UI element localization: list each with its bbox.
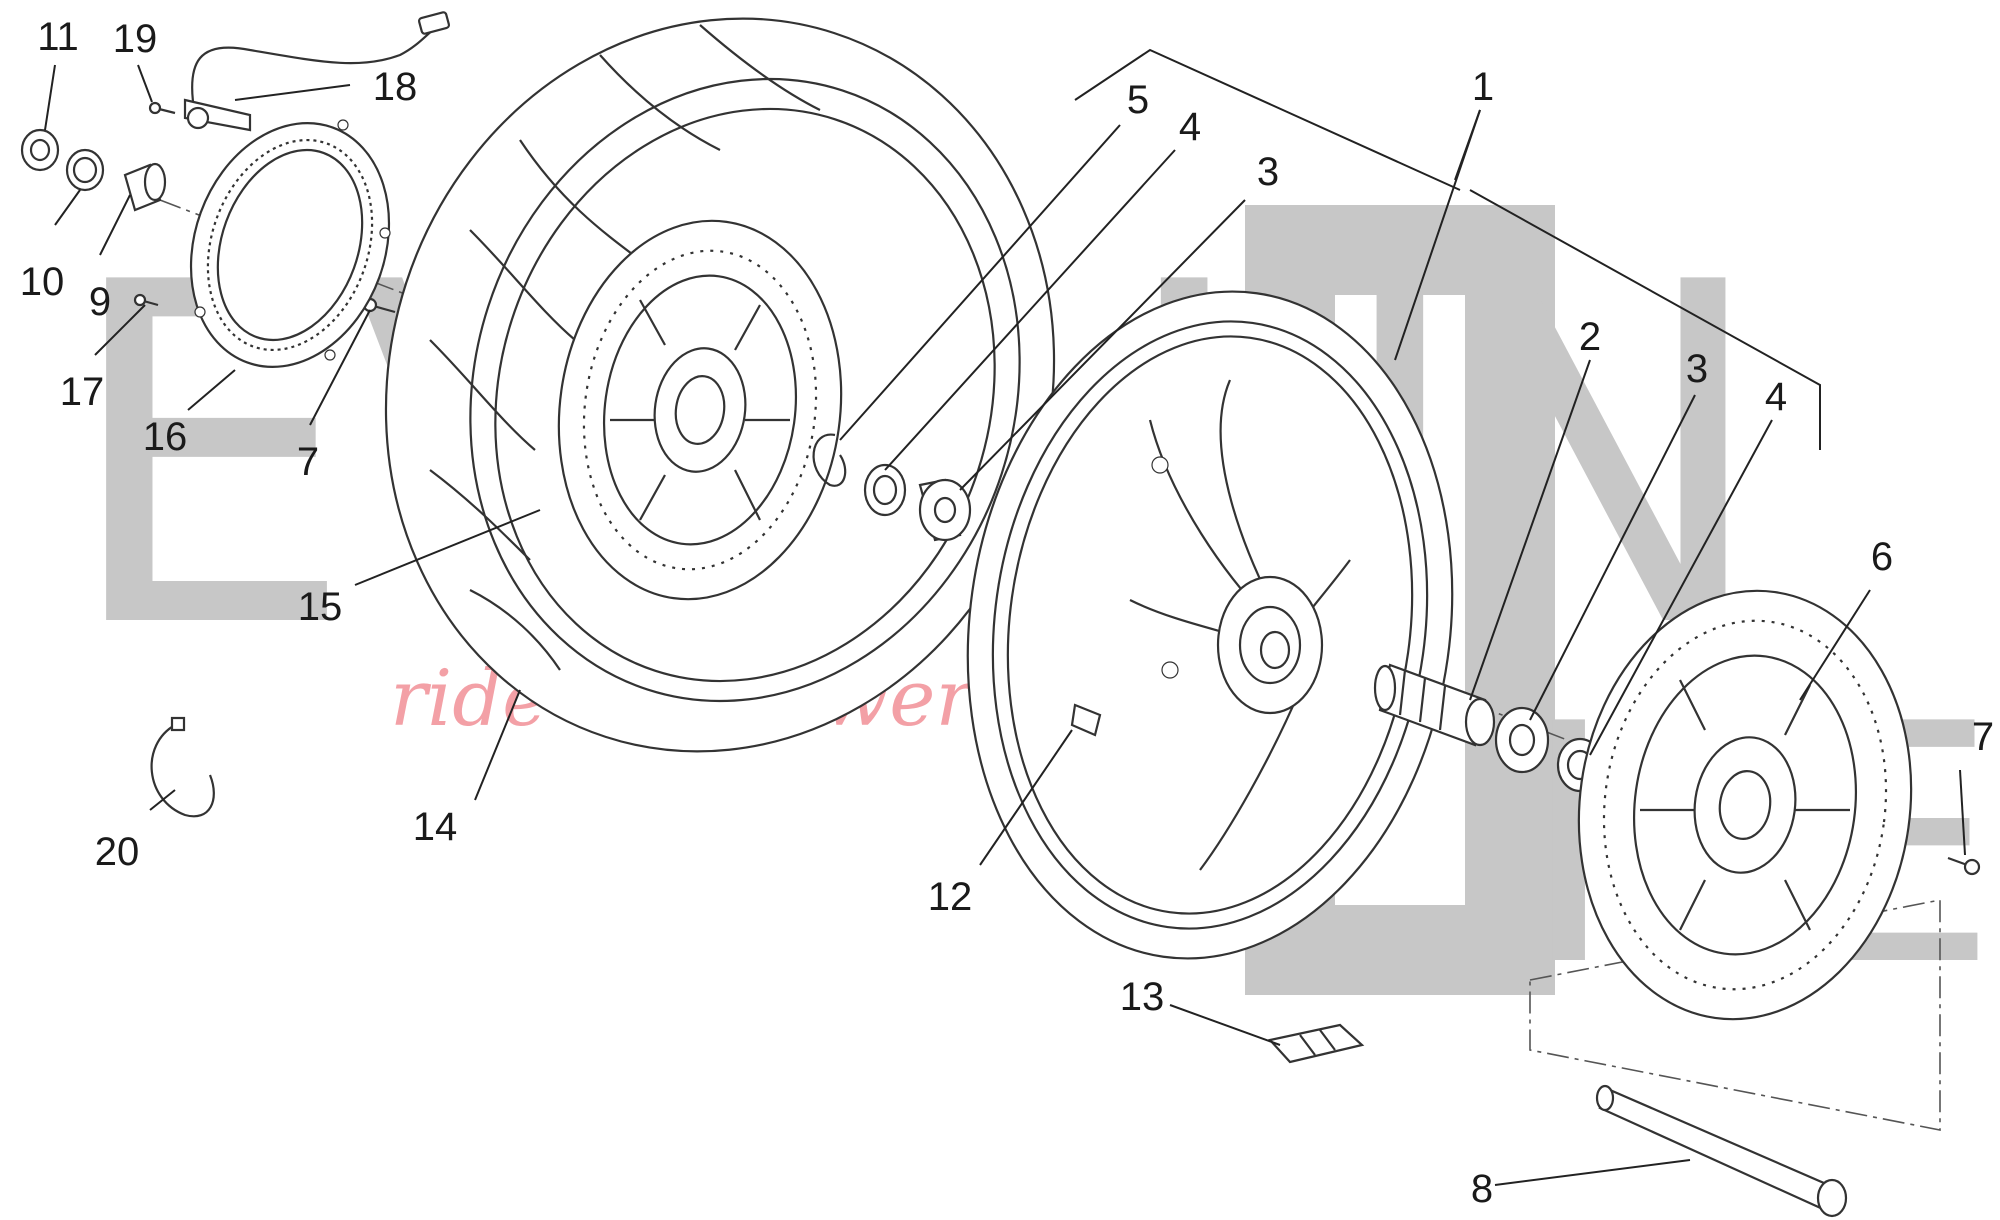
callout-15: 15 [298, 585, 343, 629]
brake-disc-left [557, 219, 843, 601]
callout-3-upper: 3 [1257, 150, 1279, 194]
callout-9: 9 [89, 280, 111, 324]
leader-lines [44, 64, 1966, 1186]
callout-20: 20 [95, 830, 140, 874]
screw-right [1947, 856, 1981, 876]
callout-8: 8 [1471, 1167, 1493, 1211]
callout-7-right: 7 [1972, 715, 1994, 759]
callout-1: 1 [1472, 65, 1494, 109]
wheel-rim [966, 290, 1454, 960]
callout-17: 17 [60, 370, 105, 414]
clamp [150, 716, 215, 818]
callout-6: 6 [1871, 535, 1893, 579]
hub-parts-upper [812, 433, 972, 542]
callout-19: 19 [113, 17, 158, 61]
callout-3-lower: 3 [1686, 347, 1708, 391]
callout-2: 2 [1579, 315, 1601, 359]
callout-14: 14 [413, 805, 458, 849]
valve [1070, 703, 1102, 737]
balance-weight [1267, 1023, 1365, 1064]
sensor-cable [183, 11, 451, 132]
callout-5: 5 [1127, 78, 1149, 122]
callout-7-left: 7 [297, 440, 319, 484]
wheel-axle [1595, 1084, 1848, 1218]
brake-disc-right [1577, 589, 1913, 1021]
small-parts-left [20, 101, 396, 314]
callout-4-lower: 4 [1765, 375, 1787, 419]
tone-wheel [189, 119, 391, 368]
callout-11: 11 [37, 15, 79, 59]
callout-13: 13 [1120, 975, 1165, 1019]
callout-16: 16 [143, 415, 188, 459]
callout-18: 18 [373, 65, 418, 109]
assembly-bracket [1074, 48, 1821, 450]
callout-numbers: 1 2 3 3 4 4 5 6 7 7 8 9 10 11 12 13 14 1… [20, 15, 1994, 1211]
callout-12: 12 [928, 875, 973, 919]
callout-10: 10 [20, 260, 65, 304]
callout-4-upper: 4 [1179, 105, 1201, 149]
